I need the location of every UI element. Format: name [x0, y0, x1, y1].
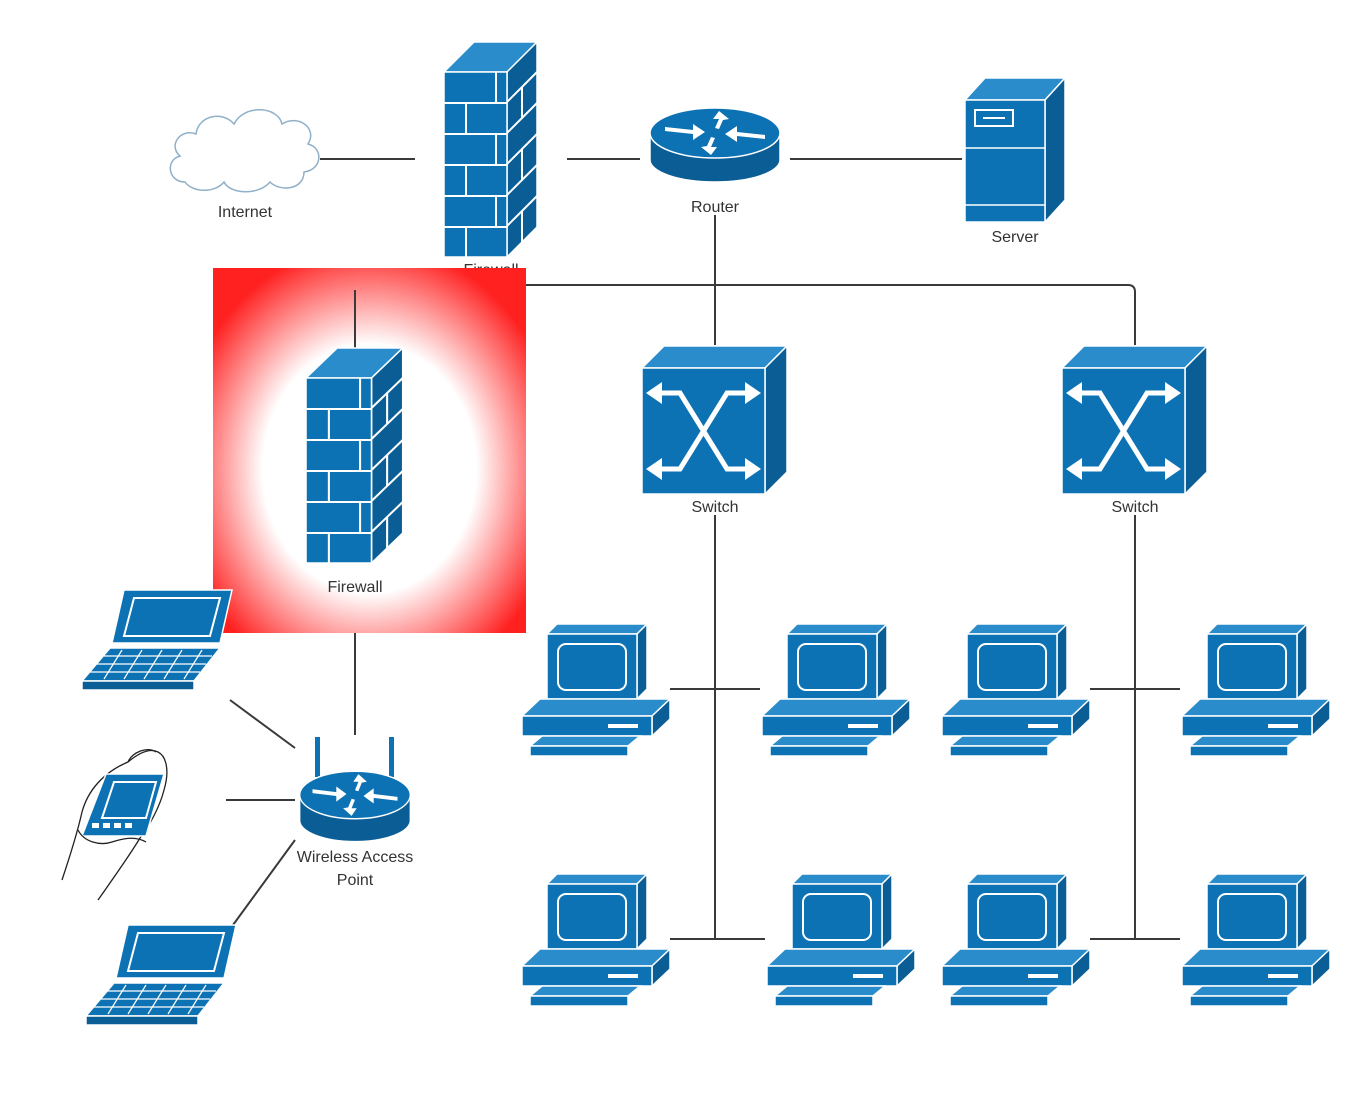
- internet-node[interactable]: Internet: [169, 109, 320, 221]
- workstation-icon[interactable]: [1181, 623, 1331, 757]
- switch-right-label: Switch: [1111, 499, 1158, 516]
- wap-label-line1: Wireless Access: [297, 849, 413, 866]
- workstation-icon[interactable]: [521, 873, 671, 1007]
- wap-label-line2: Point: [337, 872, 374, 889]
- workstation-icon[interactable]: [1181, 873, 1331, 1007]
- workstation-icon[interactable]: [941, 873, 1091, 1007]
- switch-left-node[interactable]: Switch: [642, 346, 787, 516]
- laptop-icon[interactable]: [85, 924, 237, 1026]
- handheld-device-icon[interactable]: [61, 748, 168, 901]
- link-laptop-bottom-wap: [232, 839, 296, 926]
- switch-icon: [642, 346, 787, 494]
- server-label: Server: [991, 229, 1039, 246]
- link-laptop-top-wap: [229, 699, 296, 749]
- internet-label: Internet: [218, 204, 273, 221]
- firewall-icon: [304, 346, 404, 565]
- workstation-icon[interactable]: [766, 873, 916, 1007]
- server-node[interactable]: Server: [963, 76, 1067, 246]
- server-icon: [963, 76, 1067, 224]
- workstation-icon[interactable]: [761, 623, 911, 757]
- switch-icon: [1062, 346, 1207, 494]
- router-icon: [649, 107, 781, 183]
- wireless-access-point-node[interactable]: Wireless Access Point: [297, 737, 413, 889]
- switch-right-node[interactable]: Switch: [1062, 346, 1207, 516]
- workstation-icon[interactable]: [941, 623, 1091, 757]
- wireless-access-point-icon: [299, 737, 411, 843]
- switch-left-label: Switch: [691, 499, 738, 516]
- firewall-inner-node[interactable]: Firewall: [304, 346, 404, 596]
- cloud-icon: [169, 109, 320, 193]
- firewall-top-node[interactable]: Firewall: [443, 41, 538, 279]
- workstation-icon[interactable]: [521, 623, 671, 757]
- router-label: Router: [691, 199, 740, 216]
- router-node[interactable]: Router: [649, 107, 781, 216]
- firewall-inner-label: Firewall: [327, 579, 382, 596]
- firewall-icon: [443, 41, 538, 258]
- laptop-icon[interactable]: [81, 589, 233, 691]
